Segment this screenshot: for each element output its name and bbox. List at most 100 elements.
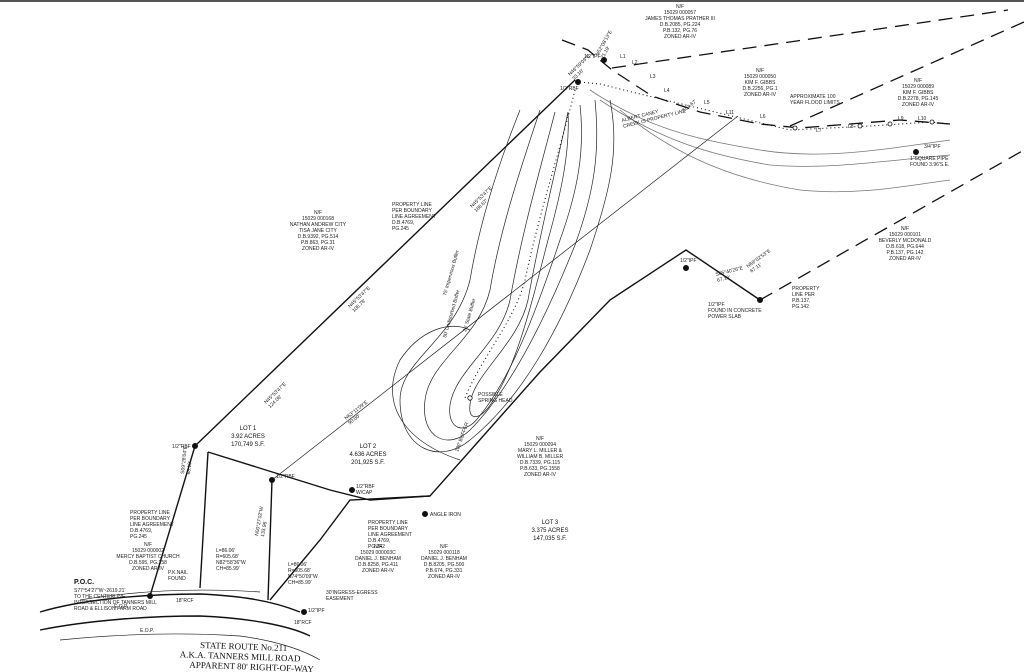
line-label-l10: L10 [918, 116, 927, 122]
line-label-l8: L8 [848, 124, 854, 130]
pin-spring [467, 395, 473, 401]
creek-band-3 [619, 109, 951, 193]
line-label-l2: L2 [632, 60, 638, 66]
bearing-6: N63°11'09"E 90.00' [344, 399, 370, 426]
buffer-100-arc [392, 326, 471, 461]
bearing-3: N45°53'47"E 166.67' [469, 185, 494, 214]
lot3-boundary [269, 495, 431, 601]
svg-text:P.O.C.: P.O.C. [74, 579, 94, 586]
curve-data-1: L=86.06' R=605.68' N82°58'36"W CH=85.99' [216, 548, 246, 572]
eop-label-1: E.O.P. [114, 604, 128, 610]
svg-text:PER BOUNDARY: PER BOUNDARY [368, 526, 409, 532]
lot2-label: LOT 2 4.636 ACRES 201,925 S.F. [349, 444, 386, 466]
lot2-east-boundary [207, 249, 761, 501]
svg-text:1"SQUARE PIPE: 1"SQUARE PIPE [910, 156, 949, 162]
svg-text:3.375 ACRES: 3.375 ACRES [531, 528, 568, 534]
note-angle-iron: ANGLE IRON [430, 512, 461, 518]
svg-text:N/F: N/F [536, 436, 544, 442]
svg-text:N/F: N/F [914, 78, 922, 84]
buffer-25-label: 25' State Buffer [462, 298, 477, 333]
svg-text:15029 000101: 15029 000101 [889, 232, 921, 238]
svg-text:15029 000003C: 15029 000003C [360, 550, 396, 556]
west-boundary-south [149, 445, 196, 597]
owner-prather: N/F 15029 000057 JAMES THOMAS PRATHER II… [645, 4, 715, 40]
svg-text:15029 000168: 15029 000168 [302, 216, 334, 222]
eop-label-2: E.O.P. [140, 628, 154, 634]
svg-text:WILLIAM B. MILLER: WILLIAM B. MILLER [517, 454, 564, 460]
svg-text:A.K.A. TANNERS MILL ROAD: A.K.A. TANNERS MILL ROAD [180, 649, 302, 663]
svg-text:D.B.4769,: D.B.4769, [130, 528, 152, 534]
note-flood: APPROXIMATE 100 YEAR FLOOD LIMITS [790, 94, 840, 106]
svg-text:P.B.137,: P.B.137, [792, 298, 811, 304]
svg-text:MARY L. MILLER &: MARY L. MILLER & [518, 448, 563, 454]
pin-label-rbf-mid: 1/2"RBF [276, 474, 295, 480]
svg-text:21.19': 21.19' [600, 45, 612, 60]
pin-creek-4 [929, 119, 935, 125]
owner-miller: N/F 15029 000094 MARY L. MILLER & WILLIA… [517, 436, 564, 478]
svg-text:P.B.633, PG.1558: P.B.633, PG.1558 [520, 466, 560, 472]
buffer-75 [399, 99, 615, 453]
line-label-l11: L11 [726, 110, 734, 116]
svg-text:P.B.132, PG.76: P.B.132, PG.76 [663, 28, 697, 34]
svg-text:N/F: N/F [144, 542, 152, 548]
buffer-100-label: 100' BUFFER [454, 421, 470, 452]
svg-text:POWER SLAB: POWER SLAB [708, 314, 742, 320]
pin-rcf-south [301, 609, 307, 615]
svg-text:PG.245: PG.245 [392, 226, 409, 232]
pin-ipf-north [601, 57, 607, 63]
note-rbf-cap: 1/2"RBF W/CAP [356, 484, 375, 496]
svg-text:4.636 ACRES: 4.636 ACRES [349, 452, 386, 458]
svg-text:L=86.06': L=86.06' [216, 548, 235, 554]
pin-label-rbf-west: 1/2"RBF [172, 444, 191, 450]
bearing-8: S65°40'26"E 67.10' [715, 265, 744, 284]
point-of-commencement: P.O.C. S77°54'27"W~2619.21' TO THE CENTE… [74, 579, 157, 612]
line-label-l9: L9 [898, 116, 904, 122]
svg-text:LINE AGREEMENT: LINE AGREEMENT [130, 522, 174, 528]
svg-text:PG.142: PG.142 [792, 304, 809, 310]
note-iron-concrete: 1/2"IPF FOUND IN CONCRETE POWER SLAB [708, 302, 762, 320]
pin-ipf-creek [913, 149, 919, 155]
pin-creek-1 [792, 125, 798, 131]
svg-text:KIM F. GIBBS: KIM F. GIBBS [903, 90, 935, 96]
svg-text:N/F: N/F [314, 210, 322, 216]
svg-text:201,925 S.F.: 201,925 S.F. [351, 460, 385, 466]
svg-text:EASEMENT: EASEMENT [326, 596, 354, 602]
pin-label-rcf-south: 18"RCF [294, 620, 312, 626]
svg-text:INTERSECTION OF TANNERS MILL: INTERSECTION OF TANNERS MILL [74, 600, 157, 606]
pin-rbf-west [192, 443, 198, 449]
line-label-l6: L6 [760, 114, 766, 120]
svg-text:1/2"IPF: 1/2"IPF [708, 302, 725, 308]
svg-text:D.B.9392, PG.514: D.B.9392, PG.514 [298, 234, 339, 240]
svg-text:15029 000094: 15029 000094 [524, 442, 556, 448]
svg-text:TISA JANE CITY: TISA JANE CITY [299, 228, 337, 234]
svg-text:N/F: N/F [440, 544, 448, 550]
svg-text:ZONED AR-IV: ZONED AR-IV [744, 92, 777, 98]
svg-text:PER BOUNDARY: PER BOUNDARY [130, 516, 171, 522]
svg-text:APPARENT 80' RIGHT-OF-WAY: APPARENT 80' RIGHT-OF-WAY [189, 660, 314, 672]
svg-text:BEVERLY MCDONALD: BEVERLY MCDONALD [879, 238, 932, 244]
curve-data-2: L=86.06' R=605.68' N74°50'09"W CH=85.99' [288, 562, 318, 586]
svg-text:PROPERTY LINE: PROPERTY LINE [368, 520, 408, 526]
pin-angle-iron [422, 511, 428, 517]
note-pl-agreement-b: PROPERTY LINE PER BOUNDARY LINE AGREEMEN… [130, 510, 174, 540]
svg-text:NATHAN ANDREW CITY: NATHAN ANDREW CITY [290, 222, 347, 228]
svg-text:POSSIBLE: POSSIBLE [478, 392, 503, 398]
svg-text:ROAD & ELLISON FARM ROAD: ROAD & ELLISON FARM ROAD [74, 606, 147, 612]
svg-text:YEAR FLOOD LIMITS: YEAR FLOOD LIMITS [790, 100, 840, 106]
road-edge-north [39, 593, 301, 613]
bearing-1: N45°53'47"E 124.06' [263, 381, 288, 410]
svg-text:APPROXIMATE 100: APPROXIMATE 100 [790, 94, 836, 100]
pin-label-ipf-creek: 3/4"IPF [924, 144, 941, 150]
creek-band-2 [599, 99, 951, 167]
owner-benham-2: N/F 15029 000118 DANIEL J. BENHAM D.B.82… [421, 544, 467, 580]
note-spring: POSSIBLE SPRING HEAD [478, 392, 513, 404]
svg-text:DANIEL J. BENHAM: DANIEL J. BENHAM [421, 556, 467, 562]
owner-church: N/F 15029 000002 MERCY BAPTIST CHURCH D.… [116, 542, 180, 572]
svg-text:P.B.137, PG.142: P.B.137, PG.142 [887, 250, 924, 256]
bearing-10: N00°27'02"W 133.96' [254, 506, 269, 538]
owner-gibbs-1: N/F 15029 000050 KIM F. GIBBS D.B.2256, … [742, 68, 777, 98]
svg-text:CH=85.99': CH=85.99' [216, 566, 240, 572]
pin-label-rcf-west: 18"RCF [176, 598, 194, 604]
line-label-l3: L3 [650, 74, 656, 80]
